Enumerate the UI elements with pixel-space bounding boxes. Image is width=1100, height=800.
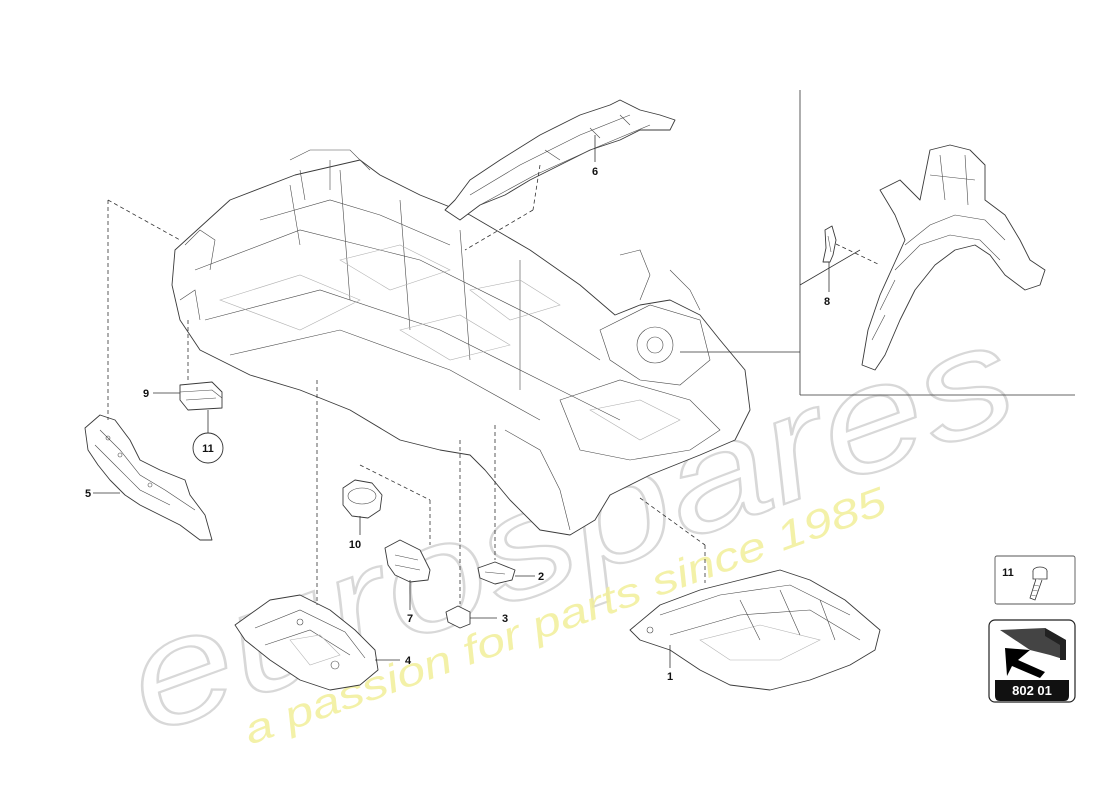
callout-9: 9 — [143, 388, 149, 400]
bolt-box-label: 11 — [1002, 567, 1014, 579]
leader-lines — [93, 90, 1075, 668]
part-8-bracket — [822, 225, 837, 263]
arrow-icon — [1000, 628, 1066, 678]
bolt-detail-box: 11 — [994, 555, 1076, 605]
wheel-arch-assembly — [861, 144, 1046, 371]
part-4-panel — [234, 594, 379, 691]
callout-8: 8 — [824, 296, 830, 308]
callout-6: 6 — [592, 166, 598, 178]
part-1-panel — [629, 569, 881, 691]
part-3-clip — [445, 605, 471, 629]
callout-3: 3 — [502, 613, 508, 625]
part-6-crossmember — [444, 99, 676, 221]
callout-11: 11 — [202, 443, 214, 455]
bolt-icon — [1029, 566, 1048, 601]
callout-1: 1 — [667, 671, 673, 683]
part-9-module — [179, 381, 223, 411]
callout-7: 7 — [407, 613, 413, 625]
part-2-cover — [477, 561, 516, 585]
callout-5: 5 — [85, 488, 91, 500]
callout-2: 2 — [538, 571, 544, 583]
callout-4: 4 — [405, 655, 412, 667]
part-7-plate — [384, 539, 431, 583]
callout-11-circle — [192, 432, 224, 464]
part-10-cup — [342, 479, 383, 519]
callout-labels: 1 2 3 4 5 6 7 8 9 10 11 — [85, 166, 830, 683]
reference-badge: 802 01 — [988, 619, 1076, 703]
callout-10: 10 — [349, 539, 361, 551]
badge-code: 802 01 — [1012, 683, 1052, 698]
part-5-side-member — [84, 414, 213, 541]
underbody-frame — [171, 149, 751, 536]
